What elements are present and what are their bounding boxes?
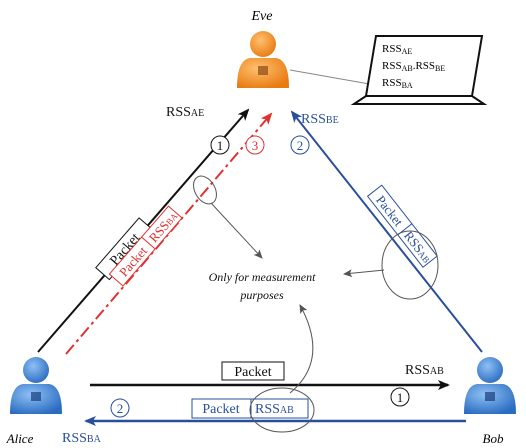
svg-text:RSSAB.RSSBE: RSSAB.RSSBE [382, 60, 445, 73]
svg-text:3: 3 [252, 138, 259, 153]
bob-person-icon [464, 357, 516, 414]
alice-person-icon [10, 357, 62, 414]
annotation-arrow-3 [289, 304, 314, 394]
step-3: 3 [245, 135, 265, 155]
highlight-ellipse-blue-diag [381, 230, 439, 300]
svg-text:RSSAB: RSSAB [255, 402, 294, 417]
annotation-arrow-1 [210, 202, 263, 259]
step-1-bottom: 1 [390, 387, 410, 407]
step-1-left: 1 [210, 135, 230, 155]
annotation-line-1: Only for measurement [209, 270, 317, 284]
svg-text:RSSBA: RSSBA [382, 77, 413, 90]
laptop-icon [289, 35, 488, 105]
highlight-ellipse-blue-bottom [249, 387, 315, 433]
alice-label: Alice [6, 431, 34, 446]
svg-text:RSSAE: RSSAE [382, 43, 412, 56]
svg-text:1: 1 [217, 138, 224, 153]
arrow-alice-to-eve-red [65, 112, 273, 355]
highlight-ellipse-red [193, 175, 217, 205]
laptop-text: RSSAE RSSAB.RSSBE RSSBA [382, 43, 445, 90]
step-2-bottom: 2 [110, 398, 130, 418]
bob-label: Bob [483, 431, 504, 446]
arrow-bob-to-eve [290, 110, 483, 353]
laptop-rss-ba: RSS [382, 77, 402, 89]
annotation-line-2: purposes [239, 288, 284, 302]
laptop-rss-ae: RSS [382, 43, 402, 55]
eve-label: Eve [251, 9, 273, 24]
label-rss-ab: RSSAB [405, 363, 444, 378]
packet-label-alice-bob: Packet [221, 361, 285, 381]
annotation-arrow-2 [343, 269, 385, 278]
eve-person-icon [237, 31, 289, 88]
svg-text:2: 2 [117, 401, 124, 416]
svg-text:2: 2 [297, 138, 304, 153]
laptop-rss-ab: RSS [382, 60, 402, 72]
svg-text:Packet: Packet [234, 365, 271, 380]
svg-text:Packet: Packet [202, 402, 239, 417]
label-rss-be: RSSBE [301, 112, 339, 127]
packet-rss-ab-blue-diagonal: Packet RSSAB [366, 184, 438, 268]
laptop-rss-be: RSS [415, 60, 435, 72]
label-rss-ba: RSSBA [62, 431, 102, 446]
step-2-right: 2 [290, 135, 310, 155]
label-rss-ae: RSSAE [166, 105, 204, 120]
svg-text:1: 1 [397, 390, 404, 405]
